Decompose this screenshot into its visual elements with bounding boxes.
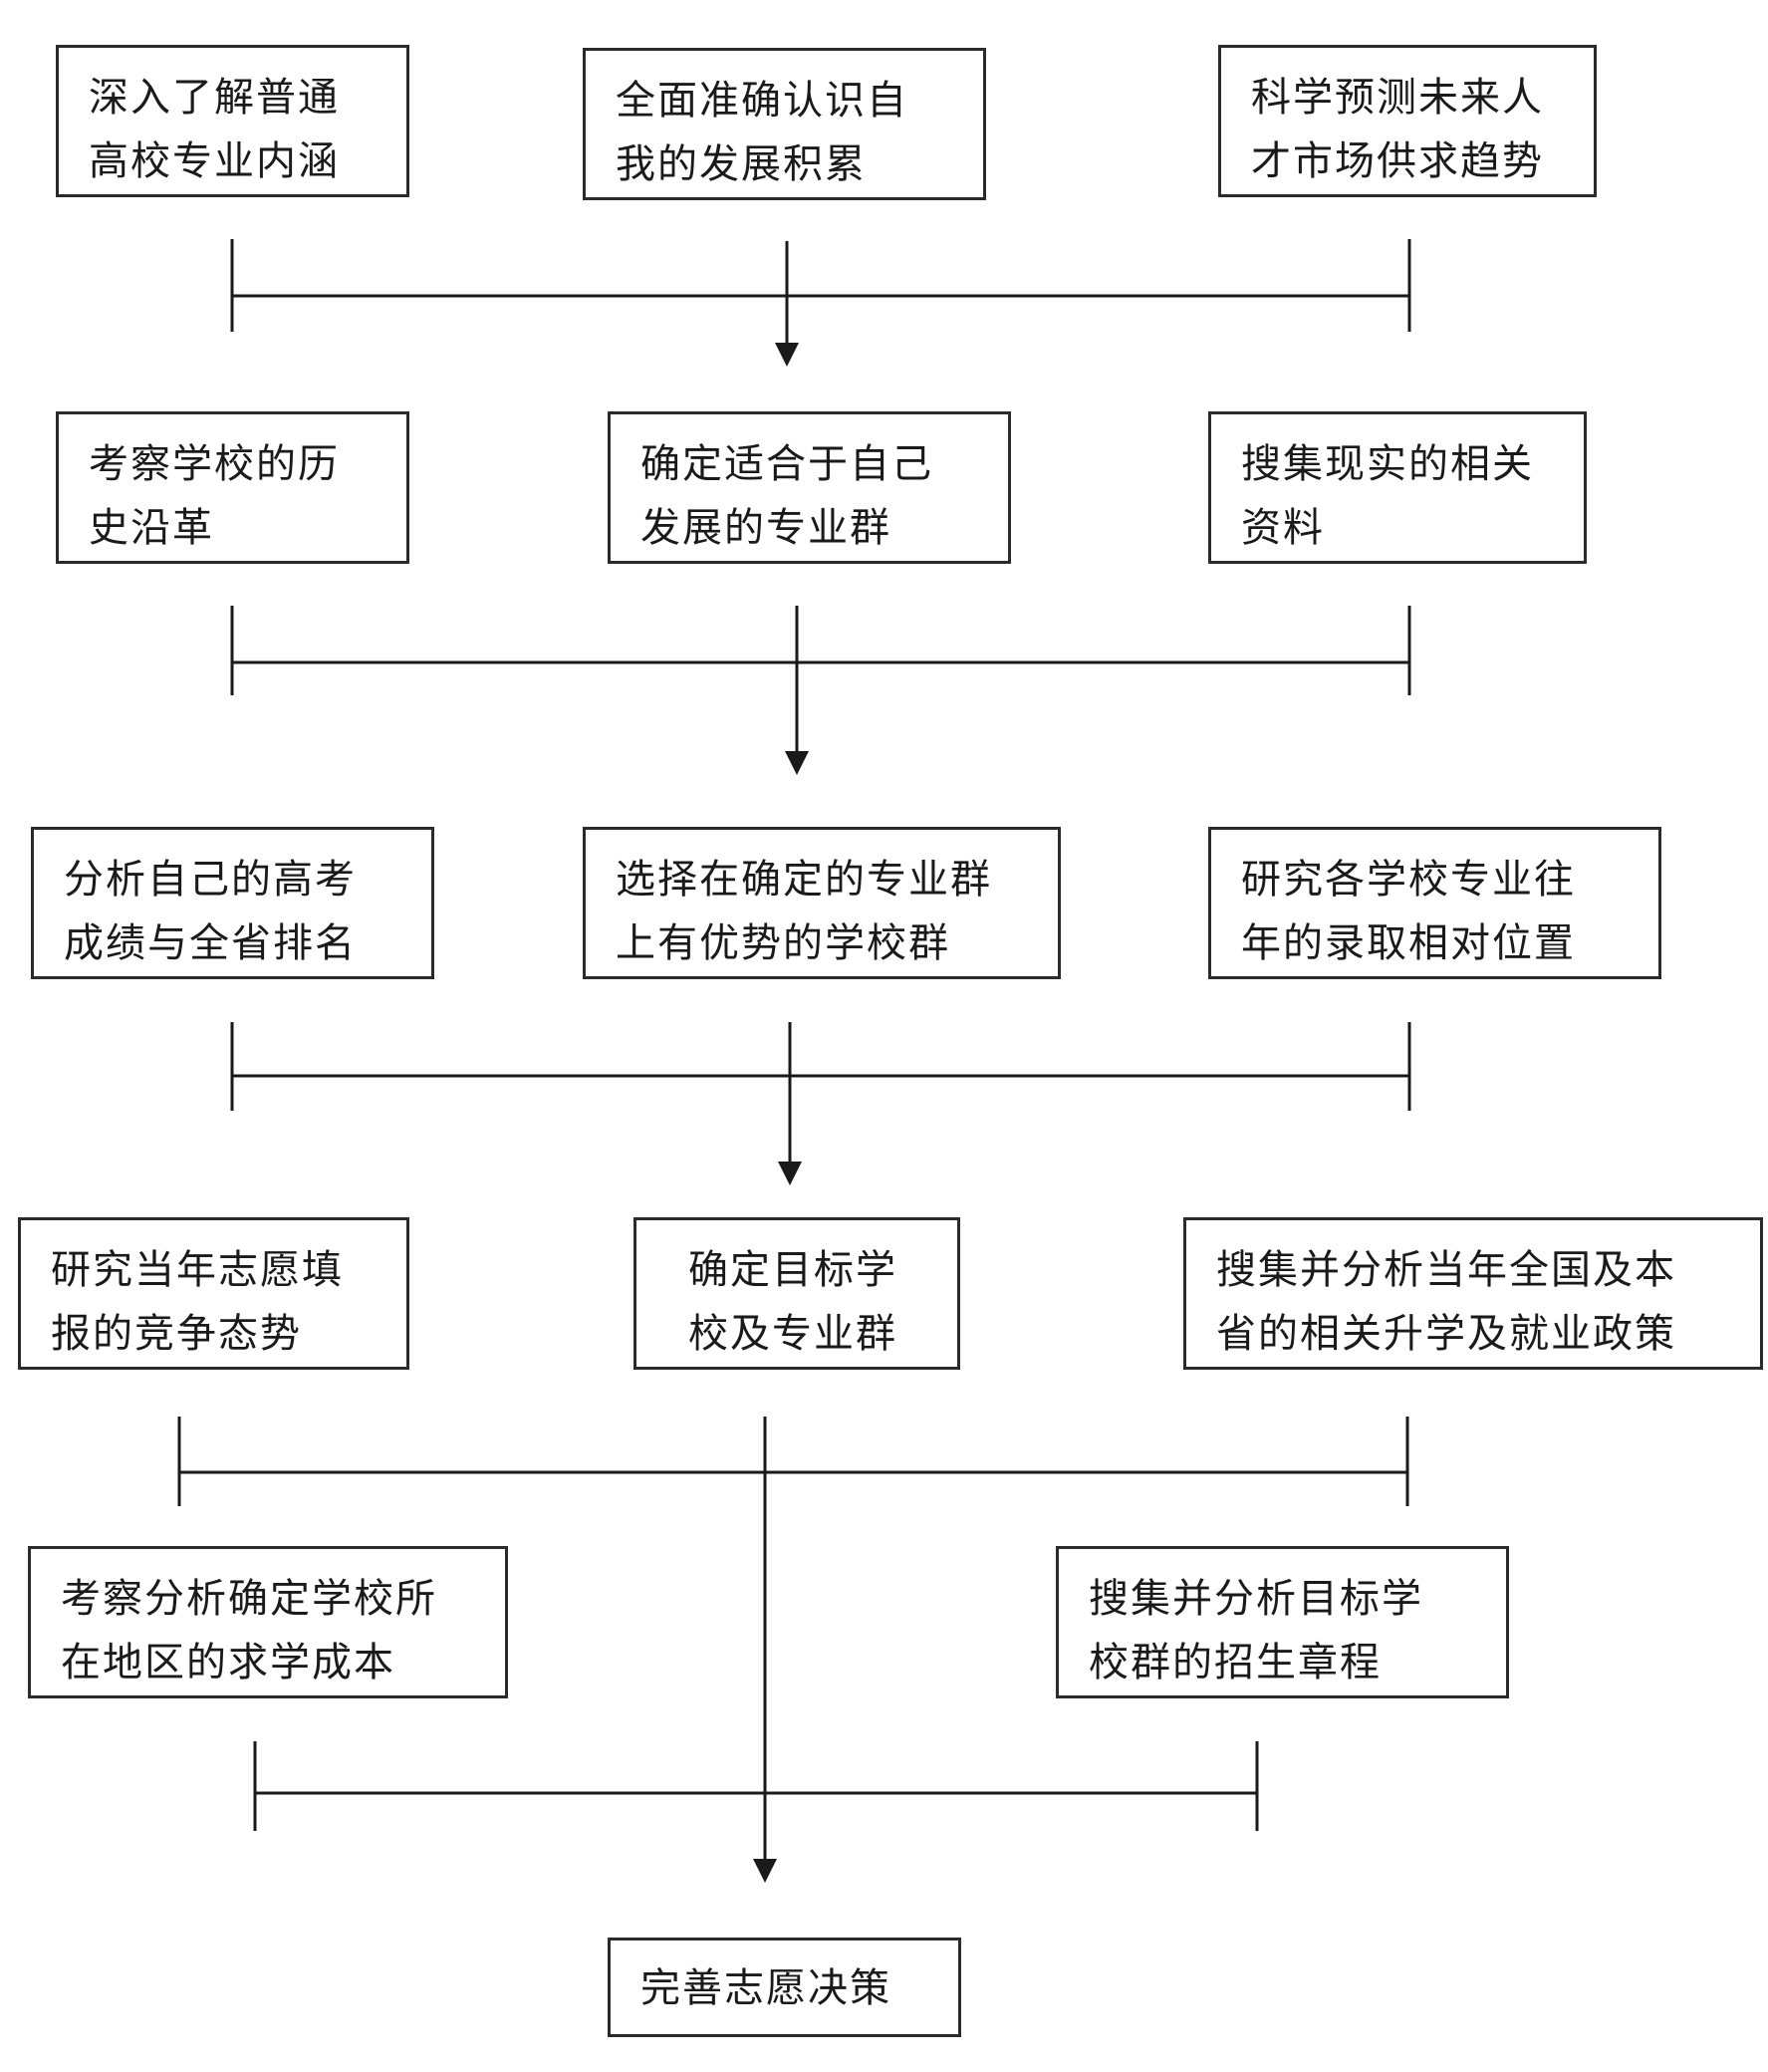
step-policy-analysis: 搜集并分析当年全国及本 省的相关升学及就业政策 (1183, 1217, 1763, 1370)
step-text-line: 考察分析确定学校所 (61, 1576, 437, 1622)
step-text-line: 确定适合于自己 (640, 441, 933, 487)
step-text-line: 省的相关升学及就业政策 (1216, 1311, 1676, 1357)
step-text-line: 校及专业群 (688, 1311, 897, 1357)
step-predict-talent-market: 科学预测未来人 才市场供求趋势 (1218, 45, 1597, 197)
step-text-line: 校群的招生章程 (1089, 1640, 1382, 1685)
step-text-line: 报的竞争态势 (51, 1311, 302, 1357)
step-text-line: 搜集现实的相关 (1241, 441, 1534, 487)
step-understand-majors: 深入了解普通 高校专业内涵 (56, 45, 409, 197)
step-text-line: 全面准确认识自 (616, 78, 908, 124)
step-school-history: 考察学校的历 史沿革 (56, 411, 409, 564)
step-text-line: 上有优势的学校群 (616, 920, 950, 966)
step-text-line: 分析自己的高考 (64, 857, 357, 903)
step-text-line: 成绩与全省排名 (64, 920, 357, 966)
step-text-line: 才市场供求趋势 (1251, 138, 1544, 184)
step-text-line: 确定目标学 (688, 1247, 897, 1293)
step-text-line: 高校专业内涵 (89, 138, 340, 184)
step-study-admission-positions: 研究各学校专业往 年的录取相对位置 (1208, 827, 1661, 979)
arrowhead-3 (778, 1162, 802, 1185)
step-final-decision: 完善志愿决策 (608, 1938, 961, 2037)
step-know-self: 全面准确认识自 我的发展积累 (583, 48, 986, 200)
step-text-line: 考察学校的历 (89, 441, 340, 487)
step-text-line: 发展的专业群 (640, 505, 891, 551)
step-determine-major-group: 确定适合于自己 发展的专业群 (608, 411, 1011, 564)
step-text-line: 完善志愿决策 (640, 1965, 891, 2011)
step-text-line: 研究当年志愿填 (51, 1247, 344, 1293)
step-competition-situation: 研究当年志愿填 报的竞争态势 (18, 1217, 409, 1370)
step-text-line: 科学预测未来人 (1251, 75, 1544, 121)
step-study-cost: 考察分析确定学校所 在地区的求学成本 (28, 1546, 508, 1698)
step-text-line: 深入了解普通 (89, 75, 340, 121)
step-text-line: 在地区的求学成本 (61, 1640, 395, 1685)
step-text-line: 我的发展积累 (616, 141, 867, 187)
step-text-line: 搜集并分析目标学 (1089, 1576, 1423, 1622)
step-text-line: 搜集并分析当年全国及本 (1216, 1247, 1676, 1293)
arrowhead-2 (785, 751, 809, 775)
step-target-school-major: 确定目标学 校及专业群 (633, 1217, 960, 1370)
step-text-line: 选择在确定的专业群 (616, 857, 992, 903)
arrowhead-1 (775, 343, 799, 367)
step-collect-data: 搜集现实的相关 资料 (1208, 411, 1587, 564)
step-text-line: 资料 (1241, 505, 1325, 551)
arrowhead-final (753, 1859, 777, 1883)
step-text-line: 年的录取相对位置 (1241, 920, 1576, 966)
step-text-line: 史沿革 (89, 505, 214, 551)
step-analyze-score-rank: 分析自己的高考 成绩与全省排名 (31, 827, 434, 979)
step-admission-regulations: 搜集并分析目标学 校群的招生章程 (1056, 1546, 1509, 1698)
step-choose-school-group: 选择在确定的专业群 上有优势的学校群 (583, 827, 1061, 979)
step-text-line: 研究各学校专业往 (1241, 857, 1576, 903)
